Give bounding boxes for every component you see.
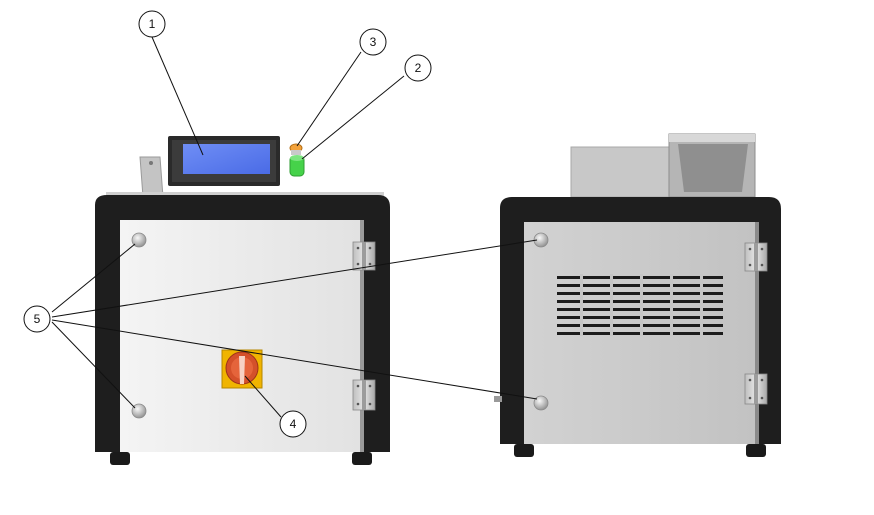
callout-2: 2	[404, 54, 432, 82]
callout-label: 3	[370, 35, 377, 49]
door-hinge-icon	[744, 242, 768, 272]
callout-1: 1	[138, 10, 166, 38]
machine-foot-icon	[746, 444, 766, 457]
callout-label: 5	[34, 312, 41, 326]
front-panel	[120, 220, 362, 452]
callout-4: 4	[279, 410, 307, 438]
door-hinge-icon	[352, 241, 376, 271]
callout-3: 3	[359, 28, 387, 56]
machine-foot-icon	[110, 452, 130, 465]
door-hinge-icon	[352, 379, 376, 411]
machine-foot-icon	[514, 444, 534, 457]
callout-label: 2	[415, 61, 422, 75]
touch-screen-icon	[168, 136, 280, 186]
door-hinge-icon	[744, 373, 768, 405]
front-machine	[95, 136, 390, 465]
panel-screw-icon	[533, 395, 549, 411]
indicator-lamp-icon	[289, 143, 303, 155]
panel-screw-icon	[131, 403, 147, 419]
leader-lines	[51, 36, 538, 418]
callout-5: 5	[23, 305, 51, 333]
callout-label: 4	[290, 417, 297, 431]
rotary-switch-icon	[221, 349, 263, 389]
hopper	[668, 133, 756, 198]
machine-foot-icon	[352, 452, 372, 465]
rear-frame	[500, 197, 781, 444]
panel-screw-icon	[131, 232, 147, 248]
rear-top-box	[570, 146, 670, 198]
callout-label: 1	[149, 17, 156, 31]
rear-machine	[494, 133, 781, 457]
emergency-stop-button-icon	[289, 155, 305, 177]
